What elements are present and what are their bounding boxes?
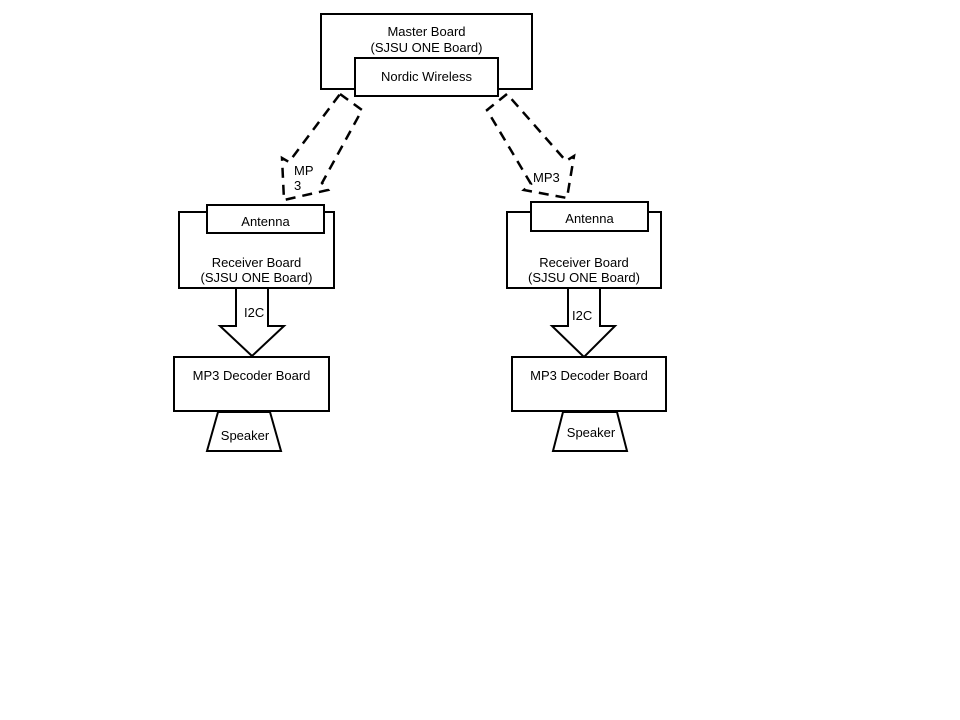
right-link-label: MP3 — [533, 170, 560, 185]
right-mp3-decoder-board: MP3 Decoder Board — [511, 356, 667, 412]
master-board-title: Master Board — [387, 24, 465, 39]
left-receiver-board: Receiver Board (SJSU ONE Board) — [178, 211, 335, 289]
left-link-label-line2: 3 — [294, 178, 301, 193]
left-receiver-subtitle: (SJSU ONE Board) — [201, 270, 313, 285]
left-i2c-arrow-shape — [217, 287, 287, 358]
left-link-label-line1: MP — [294, 163, 314, 178]
left-receiver-title: Receiver Board — [212, 255, 302, 270]
nordic-wireless-label: Nordic Wireless — [381, 69, 473, 84]
right-antenna: Antenna — [530, 201, 649, 232]
left-speaker-label: Speaker — [221, 428, 270, 443]
left-antenna-box — [206, 204, 325, 234]
left-mp3-link-arrow: MP 3 — [280, 92, 364, 202]
left-decoder-box — [173, 356, 330, 412]
right-receiver-subtitle: (SJSU ONE Board) — [528, 270, 640, 285]
left-antenna: Antenna — [206, 204, 325, 234]
left-antenna-label: Antenna — [241, 214, 290, 229]
left-link-arrow-shape — [280, 92, 364, 202]
left-speaker: Speaker — [205, 411, 283, 452]
right-mp3-link-arrow: MP3 — [485, 92, 576, 200]
right-antenna-box — [530, 201, 649, 232]
right-antenna-label: Antenna — [565, 211, 614, 226]
right-i2c-label: I2C — [572, 308, 592, 323]
left-i2c-label: I2C — [244, 305, 264, 320]
right-decoder-box — [511, 356, 667, 412]
nordic-wireless-box — [354, 57, 499, 97]
right-speaker-shape — [551, 411, 629, 452]
right-speaker: Speaker — [551, 411, 629, 452]
left-i2c-arrow: I2C — [217, 287, 287, 358]
right-speaker-label: Speaker — [567, 425, 616, 440]
left-mp3-decoder-board: MP3 Decoder Board — [173, 356, 330, 412]
nordic-wireless-module: Nordic Wireless — [354, 57, 499, 97]
left-decoder-label: MP3 Decoder Board — [193, 368, 311, 383]
left-speaker-shape — [205, 411, 283, 452]
right-decoder-label: MP3 Decoder Board — [530, 368, 648, 383]
master-board-subtitle: (SJSU ONE Board) — [371, 40, 483, 55]
right-i2c-arrow: I2C — [549, 287, 618, 359]
right-link-arrow-shape — [485, 92, 576, 200]
right-receiver-title: Receiver Board — [539, 255, 629, 270]
right-i2c-arrow-shape — [549, 287, 618, 359]
